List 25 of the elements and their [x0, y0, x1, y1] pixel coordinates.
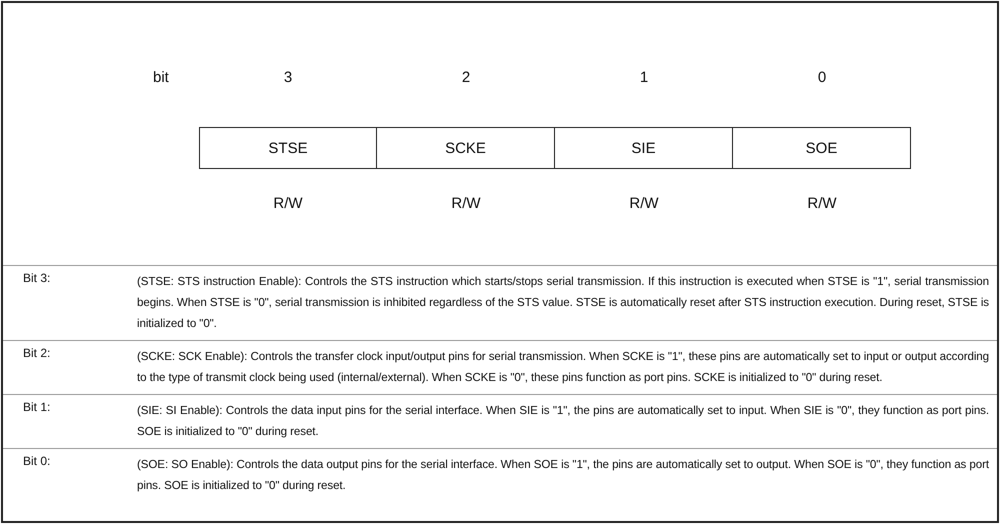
access-label: R/W — [450, 195, 482, 212]
bit-number: 3 — [282, 69, 294, 86]
bit-heading: Bit 0: — [23, 454, 50, 468]
bit-number: 2 — [460, 69, 472, 86]
field-name: SCKE — [445, 140, 486, 156]
field-name: SIE — [631, 140, 656, 156]
bit-number: 0 — [816, 69, 828, 86]
field-name: SOE — [806, 140, 838, 156]
register-field — [554, 127, 733, 169]
register-field — [376, 127, 555, 169]
bit-heading: Bit 1: — [23, 400, 50, 414]
bit-heading: Bit 2: — [23, 346, 50, 360]
access-label: R/W — [272, 195, 304, 212]
bit-description: (SIE: SI Enable): Controls the data input pins for the serial interface. When SIE is "1", the pins are automatically set to input. When SIE is "0", they function as port pins. SOE is initialized to "0" during reset. — [137, 403, 989, 440]
access-label: R/W — [628, 195, 660, 212]
field-name: STSE — [268, 140, 308, 156]
bit-number: 1 — [638, 69, 650, 86]
access-label: R/W — [806, 195, 838, 212]
register-field — [199, 127, 377, 169]
bit-description: (SOE: SO Enable): Controls the data output pins for the serial interface. When SOE is "1", the pins are automatically set to output. When SOE is "0", they function as port pins. SOE is initialized to "0" during reset. — [137, 457, 989, 494]
bit-description: (SCKE: SCK Enable): Controls the transfer clock input/output pins for serial transmission. When SCKE is "1", these pins are automatically set to input or output according to the type of transmit clock being used (internal/external). When SCKE is "0", these pins function as port pins. SCKE is initialized to "0" during reset. — [137, 349, 989, 386]
register-field — [732, 127, 911, 169]
bit-heading: Bit 3: — [23, 271, 50, 285]
bit-description: (STSE: STS instruction Enable): Controls the STS instruction which starts/stops serial transmission. If this instruction is executed when STSE is "1", serial transmission begins. When STSE is "0", serial transmission is inhibited regardless of the STS value. STSE is automatically reset after STS instruction execution. During reset, STSE is initialized to "0". — [137, 274, 989, 332]
bit-label: bit — [153, 69, 169, 86]
